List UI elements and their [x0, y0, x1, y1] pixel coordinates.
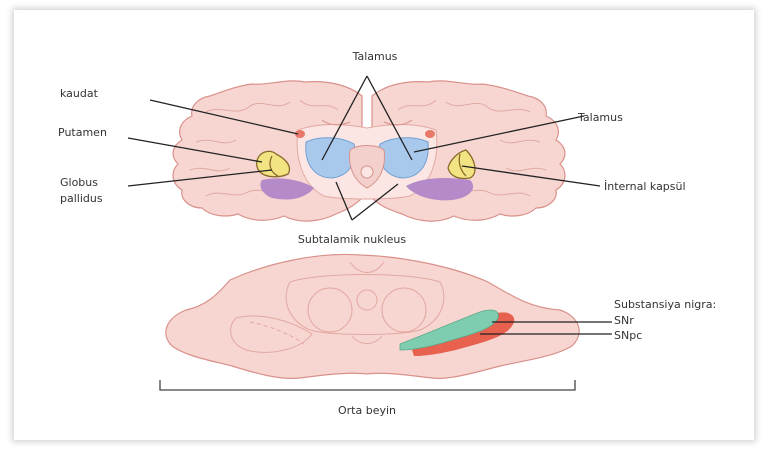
label-putamen: Putamen [58, 126, 107, 139]
label-subtalamik: Subtalamik nukleus [298, 233, 407, 246]
coronal-section [173, 81, 565, 221]
label-talamus-top: Talamus [352, 50, 398, 63]
label-internal-kapsul: İnternal kapsül [604, 180, 686, 193]
midbrain-outline [166, 254, 579, 378]
label-snr: SNr [614, 314, 634, 327]
label-substansiya: Substansiya nigra: [614, 298, 716, 311]
label-talamus-right: Talamus [577, 111, 623, 124]
label-globus-line2: pallidus [60, 192, 103, 205]
label-snpc: SNpc [614, 329, 642, 342]
label-kaudat: kaudat [60, 87, 99, 100]
midbrain-bracket [160, 380, 575, 390]
caudate-right [425, 130, 435, 138]
label-orta-beyin: Orta beyin [338, 404, 396, 417]
label-globus-line1: Globus [60, 176, 98, 189]
